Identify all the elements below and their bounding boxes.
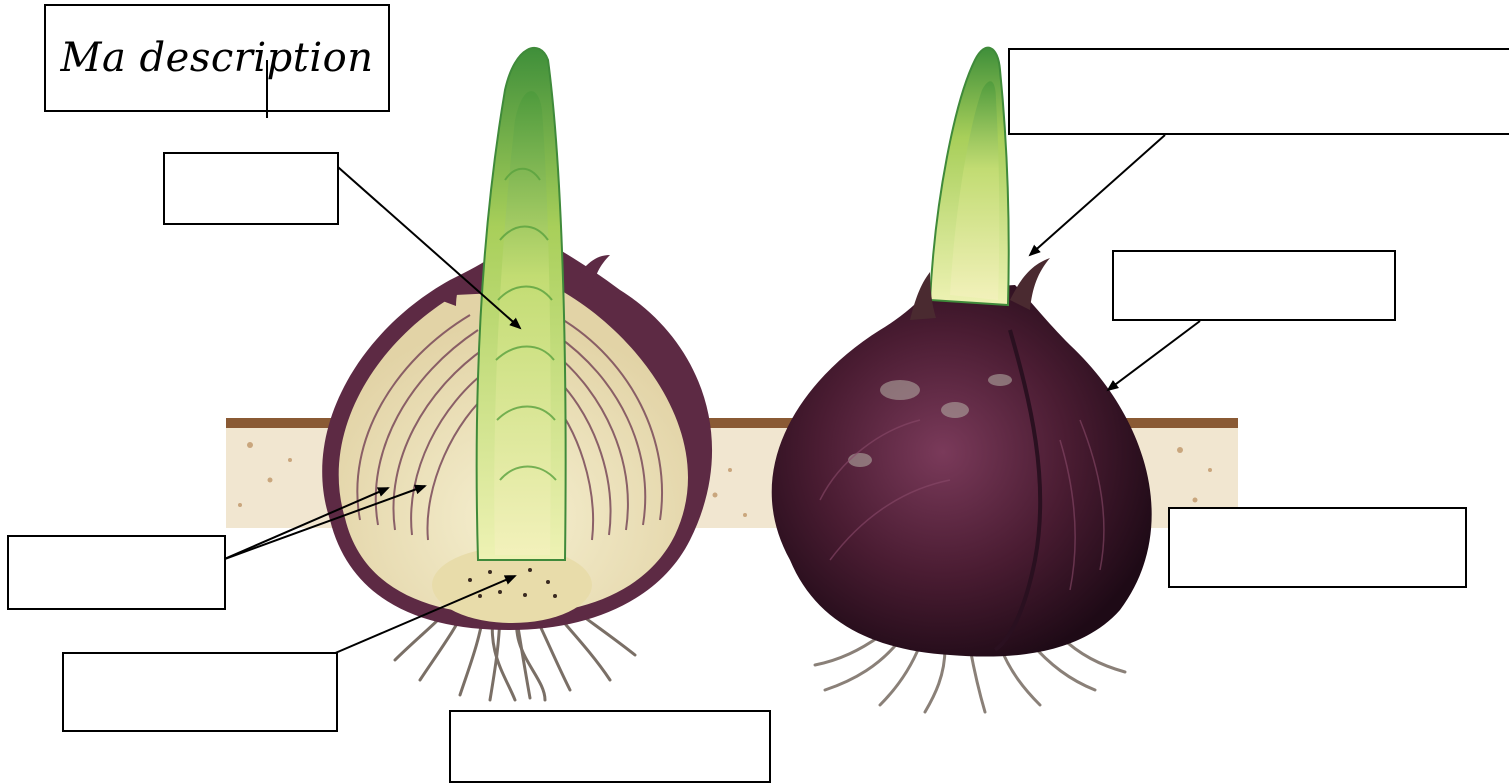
leader-mid-right	[1108, 321, 1200, 390]
label-box-roots[interactable]	[449, 710, 771, 783]
label-box-whole-bulb[interactable]	[1168, 507, 1467, 588]
label-box-tunic[interactable]	[1112, 250, 1396, 321]
cut-bulb	[322, 48, 712, 700]
label-box-scales[interactable]	[7, 535, 226, 610]
leader-top-right	[1030, 135, 1165, 255]
title-decoration	[266, 60, 268, 118]
title-box: Ma description	[44, 4, 390, 112]
whole-bulb	[772, 48, 1152, 712]
label-box-shoot[interactable]	[163, 152, 339, 225]
label-box-bud[interactable]	[1008, 48, 1509, 135]
label-box-basal-plate[interactable]	[62, 652, 338, 732]
page-title: Ma description	[61, 35, 374, 81]
